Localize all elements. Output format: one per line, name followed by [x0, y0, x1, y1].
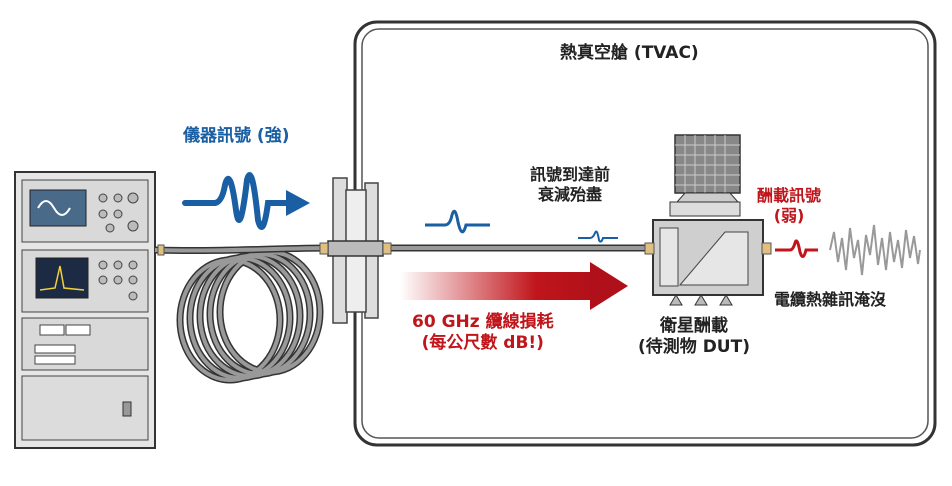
- tiny-wave-icon: [578, 230, 618, 243]
- dut-line-1: 衛星酬載: [659, 316, 728, 336]
- weak-payload-wave-icon: [775, 239, 818, 258]
- attenuated-line-1: 訊號到達前: [530, 165, 611, 184]
- strong-signal-wave-icon: [182, 172, 293, 230]
- dut-label: 衛星酬載 (待測物 DUT): [638, 316, 750, 359]
- cable-loss-arrow: [400, 262, 628, 310]
- instrument-rack: [14, 171, 156, 449]
- thermal-noise-icon: [829, 224, 921, 276]
- attenuated-label: 訊號到達前 衰減殆盡: [530, 165, 610, 205]
- cable-loss-line-2: (每公尺數 dB!): [421, 333, 544, 354]
- payload-signal-line-2: (弱): [773, 206, 805, 225]
- vacuum-chamber: [353, 20, 937, 447]
- payload-signal-label: 酬載訊號 (弱): [757, 186, 821, 226]
- cable-loss-line-1: 60 GHz 纜線損耗: [412, 312, 554, 332]
- noise-label: 電纜熱雜訊淹沒: [774, 290, 887, 309]
- chamber-title: 熱真空艙 (TVAC): [560, 43, 699, 63]
- instrument-signal-label: 儀器訊號 (強): [183, 126, 290, 146]
- payload-signal-line-1: 酬載訊號: [757, 186, 822, 205]
- dut-line-2: (待測物 DUT): [638, 337, 750, 358]
- satellite-payload: [644, 134, 772, 306]
- attenuated-wave-icon: [425, 209, 490, 234]
- attenuated-line-2: 衰減殆盡: [538, 185, 603, 204]
- chamber-feedthrough: [319, 177, 392, 324]
- cable-loss-label: 60 GHz 纜線損耗 (每公尺數 dB!): [412, 312, 554, 355]
